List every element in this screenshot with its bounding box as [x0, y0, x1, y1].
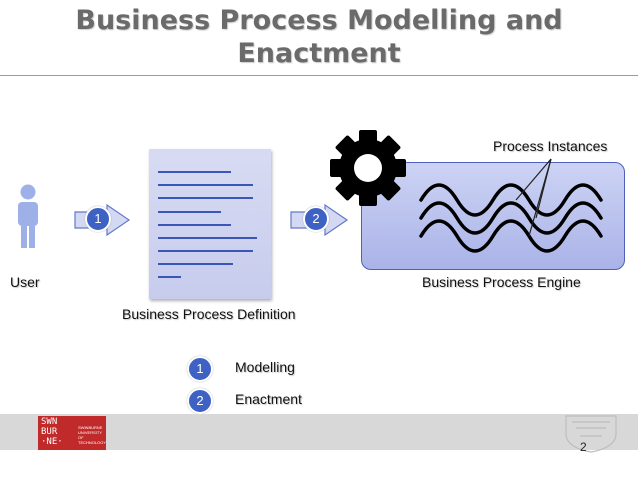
legend-label-modelling: Modelling	[235, 359, 295, 375]
legend-label-enactment: Enactment	[235, 391, 302, 407]
legend-badge-2: 2	[187, 388, 213, 414]
engine-label: Business Process Engine	[422, 274, 581, 290]
document-lines	[158, 171, 257, 278]
step-2-badge: 2	[303, 206, 329, 232]
process-instance-waves	[419, 158, 603, 253]
swinburne-logo: SWN BUR ·NE· SWINBURNE UNIVERSITY OF TEC…	[38, 416, 106, 450]
instances-label: Process Instances	[493, 138, 608, 154]
legend-badge-1: 1	[187, 356, 213, 382]
slide-title-line-2: Enactment	[237, 38, 401, 69]
footer-bar	[0, 414, 638, 450]
title-divider	[0, 75, 638, 76]
crest-watermark-icon	[565, 415, 617, 453]
person-icon	[18, 184, 38, 248]
slide-title: Business Process Modelling and Enactment	[0, 4, 638, 70]
definition-label: Business Process Definition	[122, 306, 296, 322]
step-1-badge: 1	[85, 206, 111, 232]
logo-text: SWN BUR ·NE·	[41, 417, 63, 447]
gear-icon	[330, 130, 406, 206]
process-definition-document	[149, 149, 271, 299]
user-label: User	[10, 274, 40, 290]
slide-title-line-1: Business Process Modelling and	[75, 5, 563, 36]
page-number: 2	[580, 440, 587, 454]
logo-subtext: SWINBURNE UNIVERSITY OF TECHNOLOGY	[78, 425, 107, 445]
